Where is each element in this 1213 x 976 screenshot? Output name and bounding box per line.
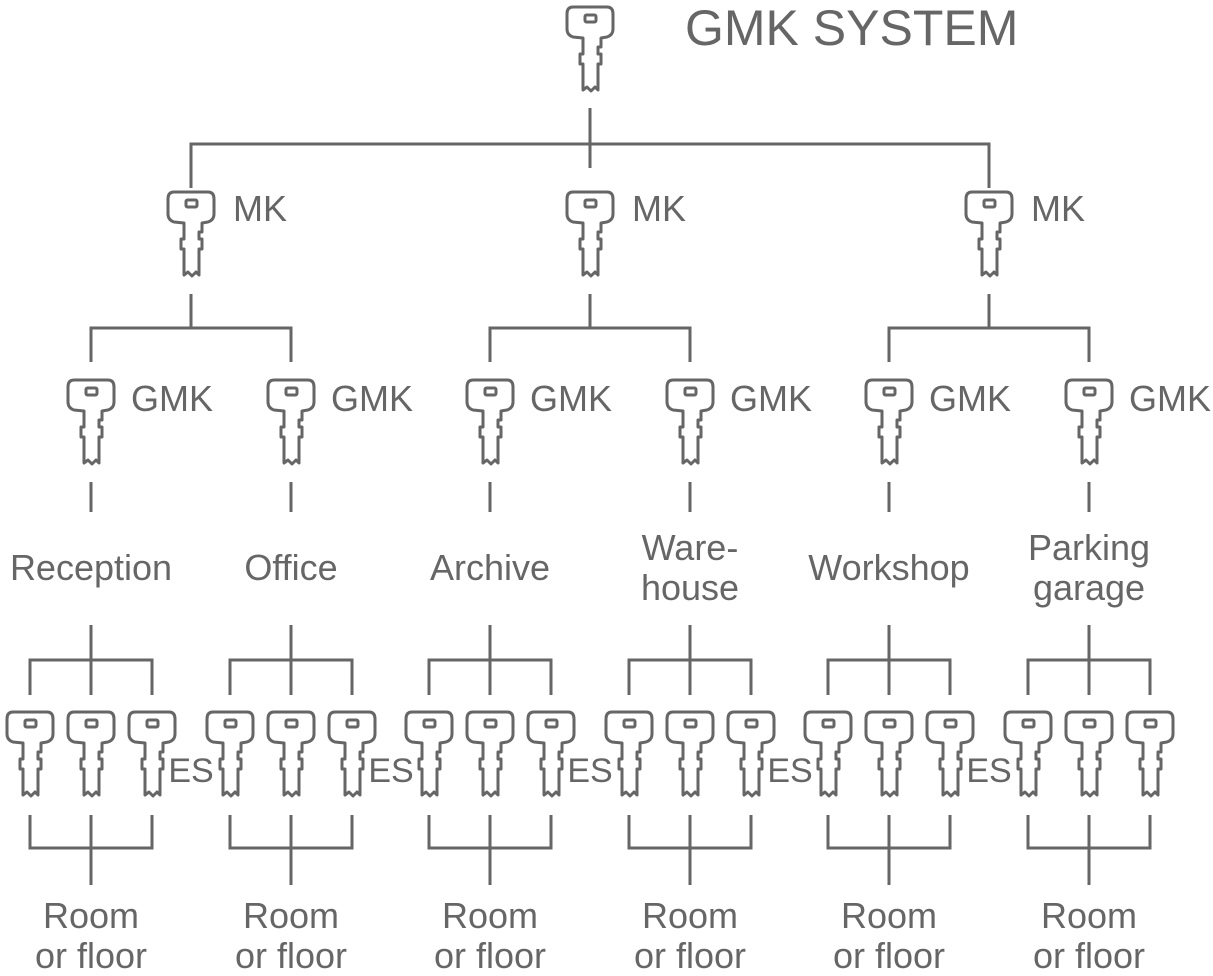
room-label-line: Room: [43, 895, 139, 936]
gmk-key-icon: [66, 378, 116, 466]
mk-key-icon: [964, 190, 1014, 278]
area-label-line: Ware-: [642, 527, 739, 568]
room-label-line: Room: [642, 895, 738, 936]
gmk-bracket: [488, 326, 692, 362]
es-key-icon: [726, 710, 776, 798]
room-label-line: or floor: [833, 935, 945, 976]
gmk-label: GMK: [331, 378, 413, 419]
mk-key-icon: [166, 190, 216, 278]
es-key-icon: [1003, 710, 1053, 798]
gmk-label: GMK: [1129, 378, 1211, 419]
gmk-label: GMK: [530, 378, 612, 419]
gmk-label: GMK: [131, 378, 213, 419]
diagram-title: GMK SYSTEM: [685, 0, 1018, 56]
es-label: ES: [168, 752, 213, 790]
es-key-icon: [665, 710, 715, 798]
room-label-line: or floor: [1033, 935, 1145, 976]
es-label: ES: [567, 752, 612, 790]
es-key-icon: [925, 710, 975, 798]
area-label: Office: [244, 547, 337, 588]
gmk-key-icon: [266, 378, 316, 466]
room-label-line: or floor: [35, 935, 147, 976]
es-key-icon: [604, 710, 654, 798]
key-icons: [5, 5, 1175, 798]
es-key-icon: [864, 710, 914, 798]
room-label-line: Room: [442, 895, 538, 936]
es-key-icon: [266, 710, 316, 798]
room-label-line: Room: [243, 895, 339, 936]
gmk-key-icon: [1064, 378, 1114, 466]
es-key-icon: [465, 710, 515, 798]
es-key-icon: [5, 710, 55, 798]
es-key-icon: [66, 710, 116, 798]
area-label-line: house: [641, 567, 739, 608]
es-key-icon: [1064, 710, 1114, 798]
mk-bracket: [189, 142, 991, 188]
es-key-icon: [404, 710, 454, 798]
area-label: Reception: [10, 547, 172, 588]
area-label-line: garage: [1033, 567, 1145, 608]
room-label-line: Room: [841, 895, 937, 936]
mk-key-icon: [565, 190, 615, 278]
gmk-key-icon: [665, 378, 715, 466]
es-label: ES: [966, 752, 1011, 790]
gmk-label: GMK: [929, 378, 1011, 419]
gmk-bracket: [887, 326, 1091, 362]
room-label-line: or floor: [434, 935, 546, 976]
mk-label: MK: [632, 188, 686, 229]
room-label-line: Room: [1041, 895, 1137, 936]
room-label-line: or floor: [235, 935, 347, 976]
mk-label: MK: [233, 188, 287, 229]
room-label-line: or floor: [634, 935, 746, 976]
area-label: Workshop: [808, 547, 969, 588]
gmk-key-icon: [465, 378, 515, 466]
gmk-bracket: [89, 326, 293, 362]
es-key-icon: [327, 710, 377, 798]
gmk-key-icon: [864, 378, 914, 466]
es-key-icon: [803, 710, 853, 798]
gmk-system-key-icon: [565, 5, 615, 93]
es-key-icon: [1125, 710, 1175, 798]
area-label: Archive: [430, 547, 550, 588]
es-key-icon: [526, 710, 576, 798]
connector-lines: [28, 108, 1152, 885]
es-key-icon: [127, 710, 177, 798]
es-label: ES: [767, 752, 812, 790]
area-label-line: Parking: [1028, 527, 1150, 568]
es-key-icon: [205, 710, 255, 798]
gmk-label: GMK: [730, 378, 812, 419]
es-label: ES: [368, 752, 413, 790]
mk-label: MK: [1031, 188, 1085, 229]
